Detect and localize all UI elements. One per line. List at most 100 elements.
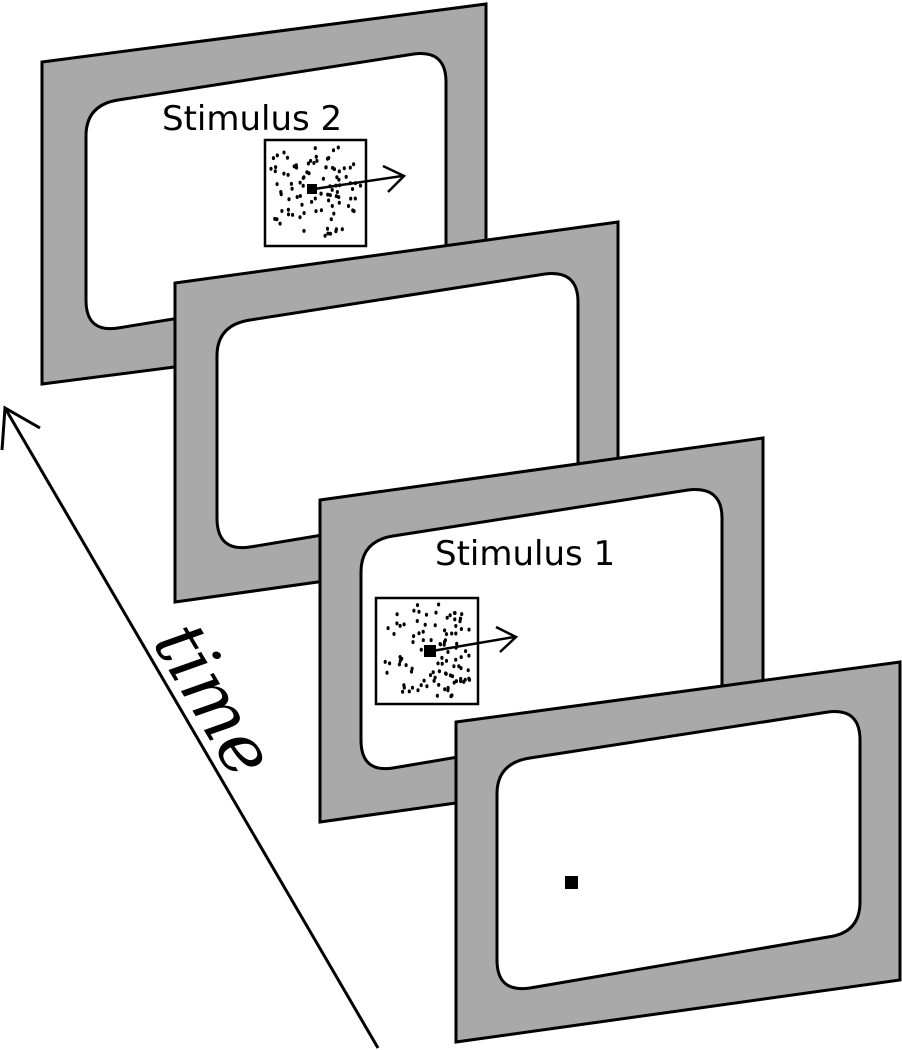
motion-dot (401, 689, 405, 694)
motion-dot (319, 208, 323, 213)
motion-dot (300, 202, 304, 207)
motion-dot (280, 209, 284, 213)
motion-dot (467, 627, 471, 632)
motion-dot (326, 231, 330, 236)
motion-dot (274, 165, 278, 170)
motion-dot (457, 664, 461, 669)
motion-dot (351, 208, 355, 213)
motion-dot (302, 228, 306, 233)
motion-dot (294, 165, 299, 170)
motion-dot (328, 231, 333, 236)
motion-dot (323, 233, 327, 238)
motion-dot (443, 638, 447, 643)
motion-dot (336, 145, 340, 150)
stimulus-label: Stimulus 1 (435, 534, 615, 574)
motion-dot (328, 193, 332, 198)
motion-dot (282, 171, 286, 176)
motion-dot (358, 183, 363, 188)
motion-dot (402, 685, 406, 690)
motion-dot (448, 613, 452, 618)
motion-dot (275, 182, 279, 187)
motion-dot (395, 612, 399, 617)
motion-dot (385, 670, 389, 675)
motion-dot (438, 642, 442, 646)
motion-dot (275, 153, 279, 158)
motion-dot (446, 688, 450, 693)
motion-dot (349, 196, 353, 201)
motion-dot (306, 161, 310, 166)
motion-dot (330, 187, 334, 192)
motion-dot (275, 217, 279, 222)
motion-dot (287, 197, 291, 202)
motion-dot (458, 616, 463, 621)
motion-dot (383, 659, 387, 664)
motion-dot (424, 612, 429, 617)
motion-dot (452, 680, 456, 685)
fixation-square (307, 184, 317, 194)
motion-dot (466, 668, 470, 673)
motion-dot (410, 685, 415, 690)
motion-dot (411, 640, 415, 645)
motion-dot (335, 190, 339, 194)
motion-dot (421, 629, 425, 634)
motion-dot (454, 624, 458, 628)
motion-dot (443, 628, 447, 633)
motion-dot (278, 221, 282, 226)
motion-dot (421, 638, 425, 643)
motion-dot (337, 177, 341, 182)
motion-dot (314, 209, 318, 214)
motion-dot (286, 207, 290, 212)
random-dot-patch (374, 596, 519, 706)
motion-dot (440, 655, 444, 660)
monitor-screen (495, 710, 862, 991)
motion-dot (352, 162, 356, 167)
motion-dot (340, 227, 344, 232)
motion-dot (432, 678, 436, 683)
motion-dot (344, 174, 348, 179)
motion-dot (329, 217, 333, 222)
motion-dot (431, 670, 435, 675)
motion-dot (460, 612, 464, 617)
motion-dot (315, 158, 319, 163)
motion-dot (455, 641, 459, 646)
motion-dot (324, 165, 328, 170)
motion-dot (290, 186, 294, 191)
fixation-square (424, 645, 436, 657)
motion-dot (319, 191, 323, 196)
motion-dot (337, 200, 341, 205)
motion-dot (397, 662, 401, 667)
fixation-square (565, 876, 578, 889)
motion-dot (402, 622, 406, 627)
motion-dot (464, 649, 468, 654)
motion-dot (342, 166, 346, 171)
motion-dot (302, 211, 306, 215)
motion-dot (445, 615, 449, 620)
motion-dot (314, 154, 318, 159)
motion-dot (310, 199, 314, 204)
motion-dot (327, 198, 331, 203)
motion-dot (415, 619, 419, 623)
motion-dot (412, 634, 416, 639)
motion-dot (423, 622, 427, 627)
motion-dot (398, 655, 402, 659)
motion-dot (412, 608, 416, 613)
motion-dot (448, 673, 453, 678)
motion-dot (433, 623, 437, 628)
motion-dot (419, 647, 423, 652)
motion-dot (298, 180, 302, 185)
time-axis-label: time (137, 608, 292, 791)
motion-dot (434, 610, 438, 615)
motion-dot (289, 181, 293, 186)
motion-dot (459, 627, 463, 631)
motion-dot (437, 602, 441, 607)
motion-dot (419, 683, 423, 688)
motion-dot (348, 165, 352, 170)
motion-dot (279, 190, 283, 194)
motion-dot (271, 156, 275, 161)
motion-dot (444, 658, 449, 663)
motion-dot (335, 175, 339, 180)
random-dot-patch (263, 138, 407, 248)
motion-dot (422, 678, 426, 683)
motion-dot (450, 631, 454, 636)
